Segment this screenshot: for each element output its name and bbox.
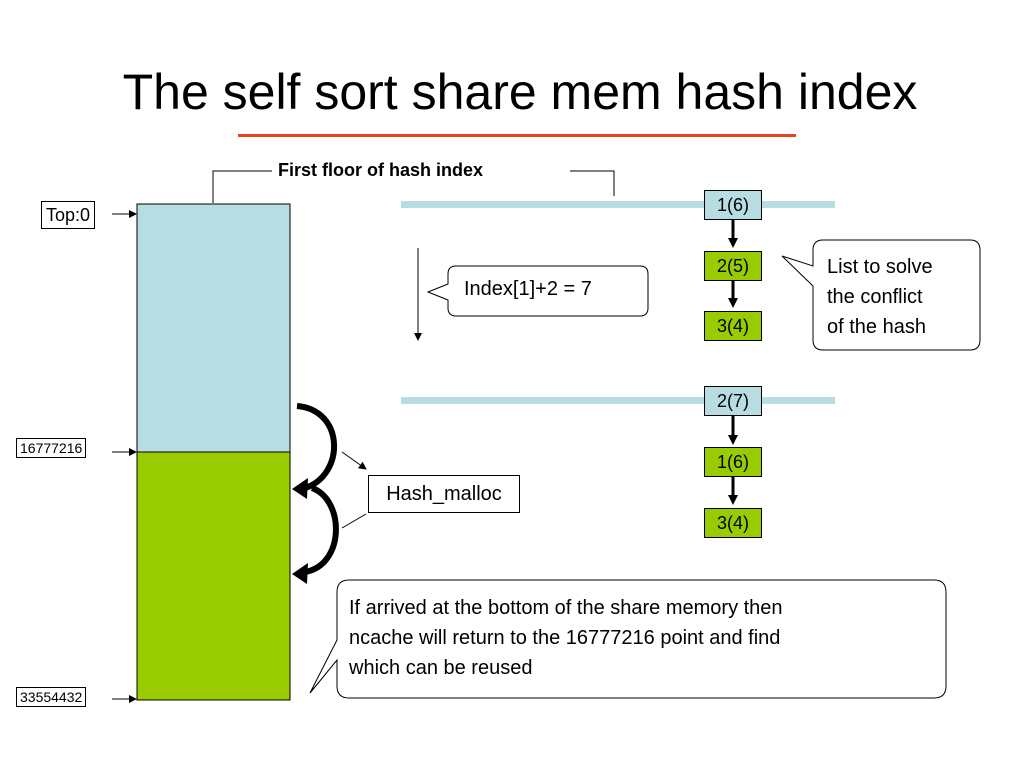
index-callout-bubble: [426, 265, 649, 317]
floor-bracket: [212, 170, 272, 203]
title-underline: [238, 134, 796, 137]
list-callout-bubble: [781, 239, 981, 351]
memory-lower-block: [136, 451, 291, 701]
chain1-node-3: 3(4): [704, 311, 762, 341]
memory-upper-block: [136, 203, 291, 453]
chain1-node-2: 2(5): [704, 251, 762, 281]
hash-malloc-line-down: [341, 513, 367, 529]
slide-title: The self sort share mem hash index: [122, 64, 918, 120]
bottom-callout-line-1: If arrived at the bottom of the share me…: [349, 597, 783, 619]
bottom-callout-text: If arrived at the bottom of the share me…: [349, 593, 783, 683]
hash-floor-bar-2: [401, 397, 835, 404]
first-floor-label: First floor of hash index: [276, 160, 486, 181]
list-callout-text: List to solve the conflict of the hash: [827, 252, 933, 342]
curved-arrow-upper-head: [292, 478, 308, 499]
floor-bracket-right: [570, 170, 615, 196]
curved-arrow-lower: [304, 485, 339, 575]
curved-arrow-lower-head: [292, 563, 308, 584]
list-callout-line-3: of the hash: [827, 316, 926, 338]
bottom-callout-line-2: ncache will return to the 16777216 point…: [349, 627, 781, 649]
list-callout-line-2: the conflict: [827, 286, 923, 308]
curved-arrow-upper: [296, 403, 338, 491]
index-callout-text: Index[1]+2 = 7: [464, 278, 592, 300]
hash-floor-bar-1: [401, 201, 835, 208]
hash-malloc-line-up: [341, 451, 367, 470]
bottom-callout-line-3: which can be reused: [349, 657, 533, 679]
list-callout-line-1: List to solve: [827, 256, 933, 278]
mid-address-label: 16777216: [16, 438, 87, 458]
bottom-callout-bubble: [309, 579, 947, 699]
hash-malloc-label: Hash_malloc: [368, 475, 520, 513]
top-address-label: Top:0: [41, 201, 96, 229]
bottom-address-label: 33554432: [16, 687, 87, 707]
chain2-node-1: 2(7): [704, 386, 762, 416]
chain1-node-1: 1(6): [704, 190, 762, 220]
chain2-node-3: 3(4): [704, 508, 762, 538]
chain2-node-2: 1(6): [704, 447, 762, 477]
